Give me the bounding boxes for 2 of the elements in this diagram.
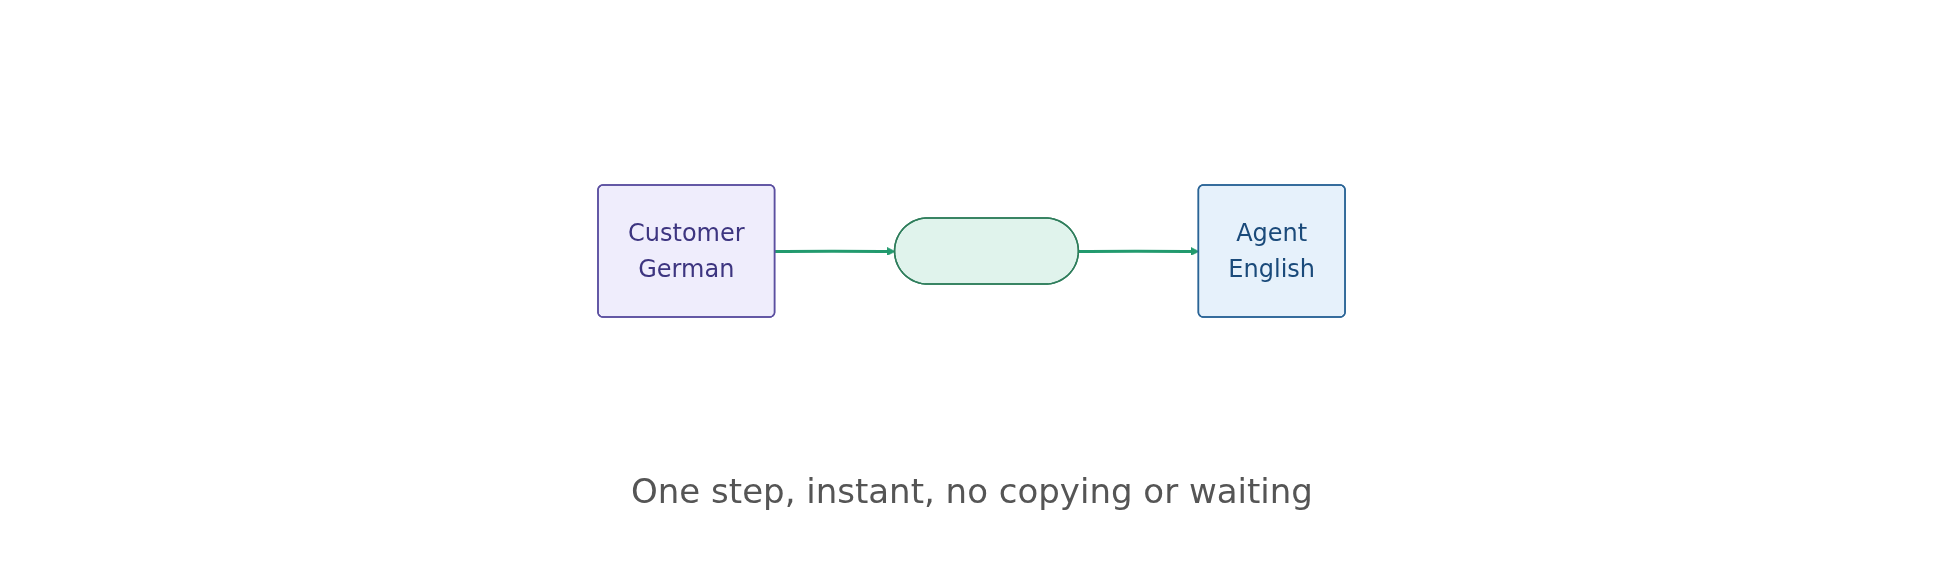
caption: One step, instant, no copying or waiting [631,471,1313,511]
arrow [775,247,896,256]
